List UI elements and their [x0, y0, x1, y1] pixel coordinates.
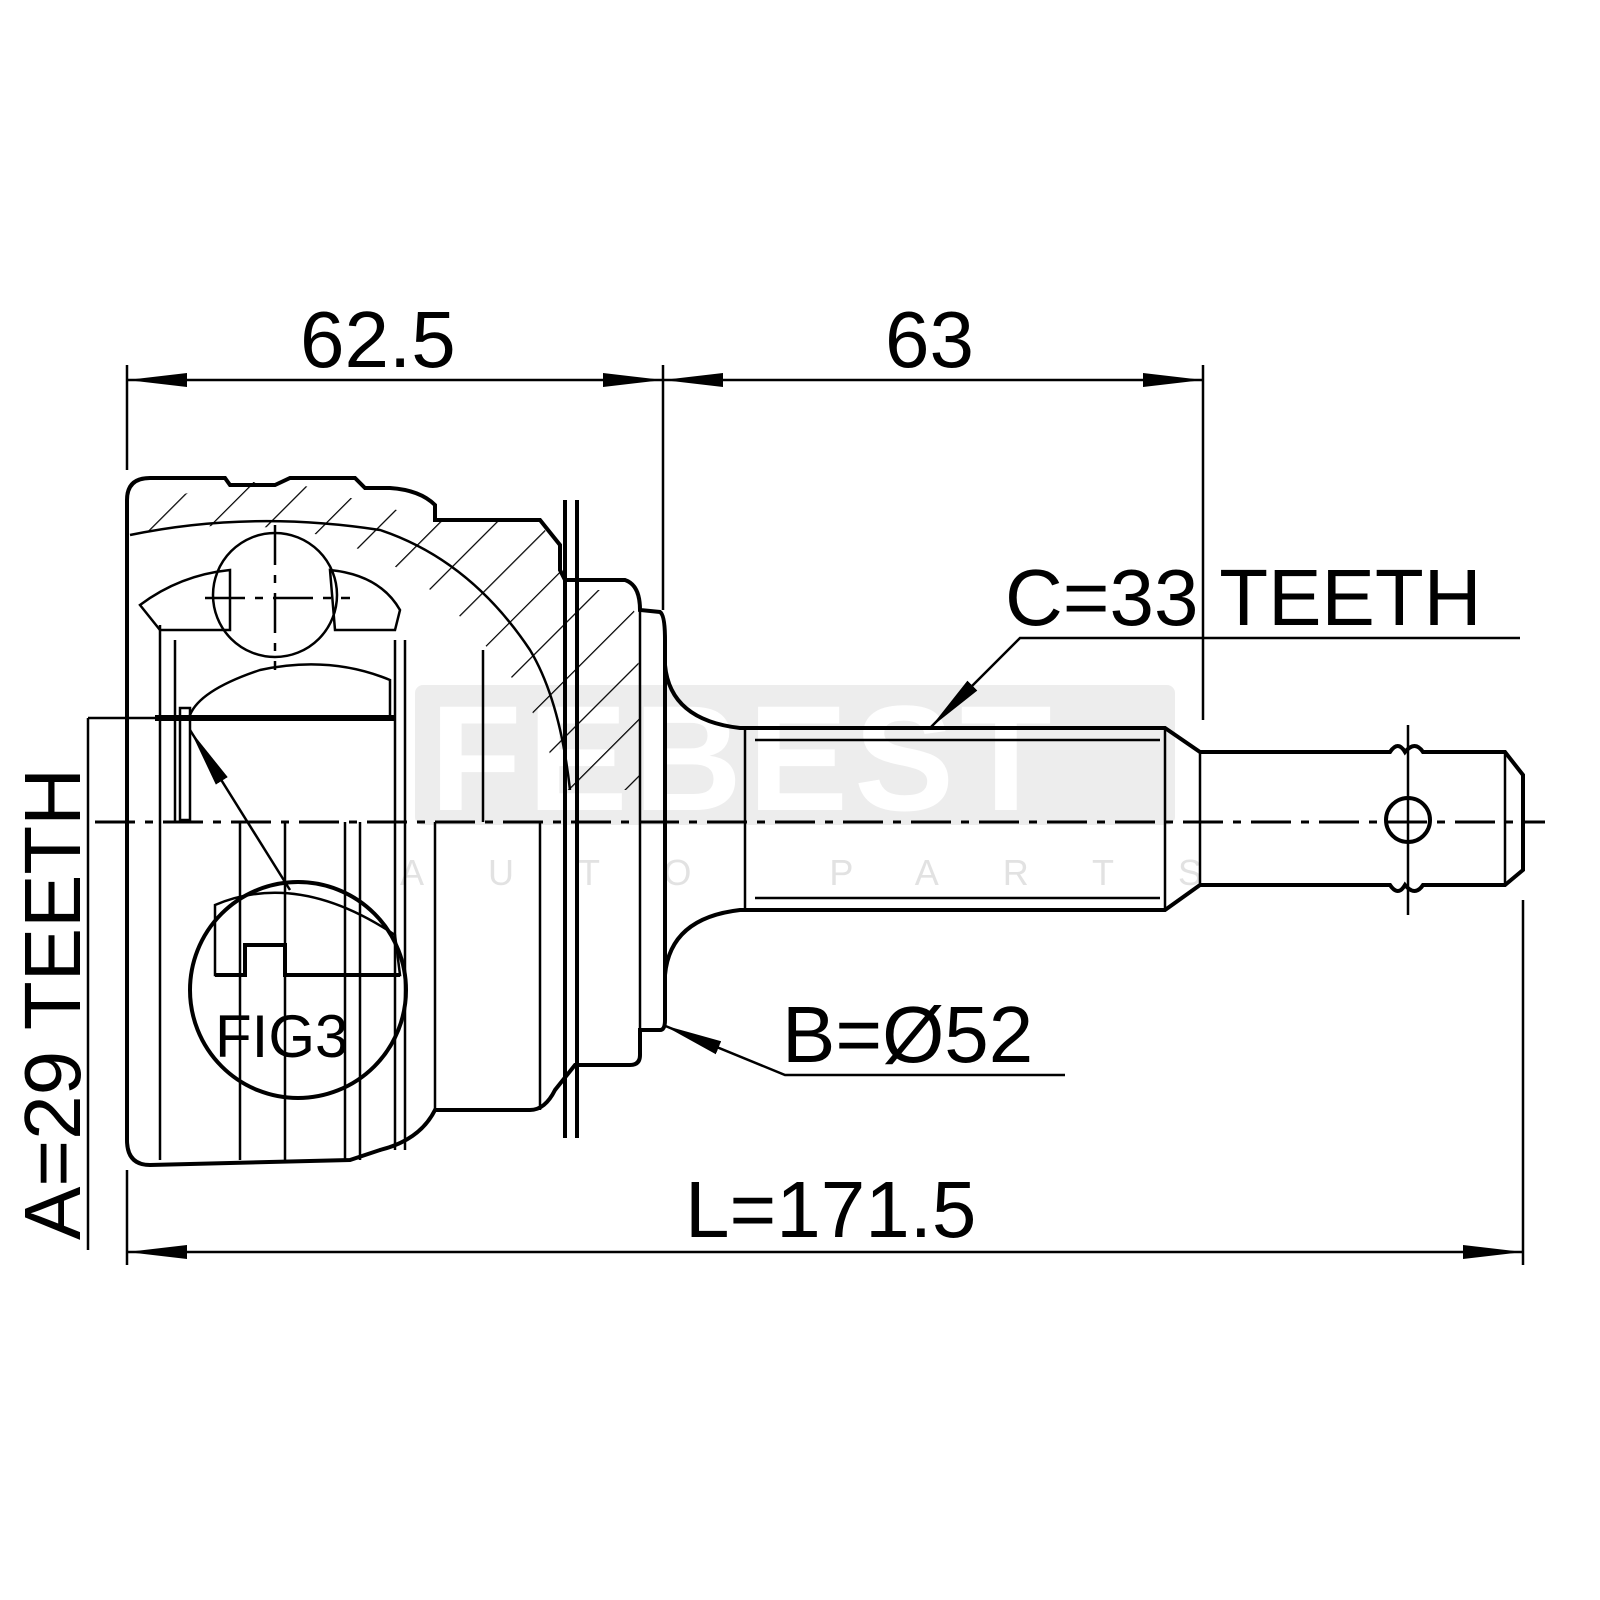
dim-housing-length: 62.5	[300, 295, 456, 384]
dim-total-length: L=171.5	[685, 1165, 976, 1254]
dim-shaft-length: 63	[885, 295, 974, 384]
stub-shaft	[663, 664, 1525, 976]
fig3-label: FIG3	[215, 1003, 348, 1070]
outer-housing	[125, 476, 667, 1168]
dim-diameter-b: B=Ø52	[782, 990, 1033, 1079]
dim-spline-c: C=33 TEETH	[1005, 553, 1481, 642]
fig3-detail: FIG3	[188, 880, 408, 1100]
inner-race	[138, 525, 402, 822]
dimension-lines	[127, 373, 1523, 1259]
dim-spline-a: A=29 TEETH	[8, 768, 97, 1240]
watermark-sub: AUTO PARTS	[400, 852, 1266, 893]
extension-lines	[86, 365, 1525, 1265]
